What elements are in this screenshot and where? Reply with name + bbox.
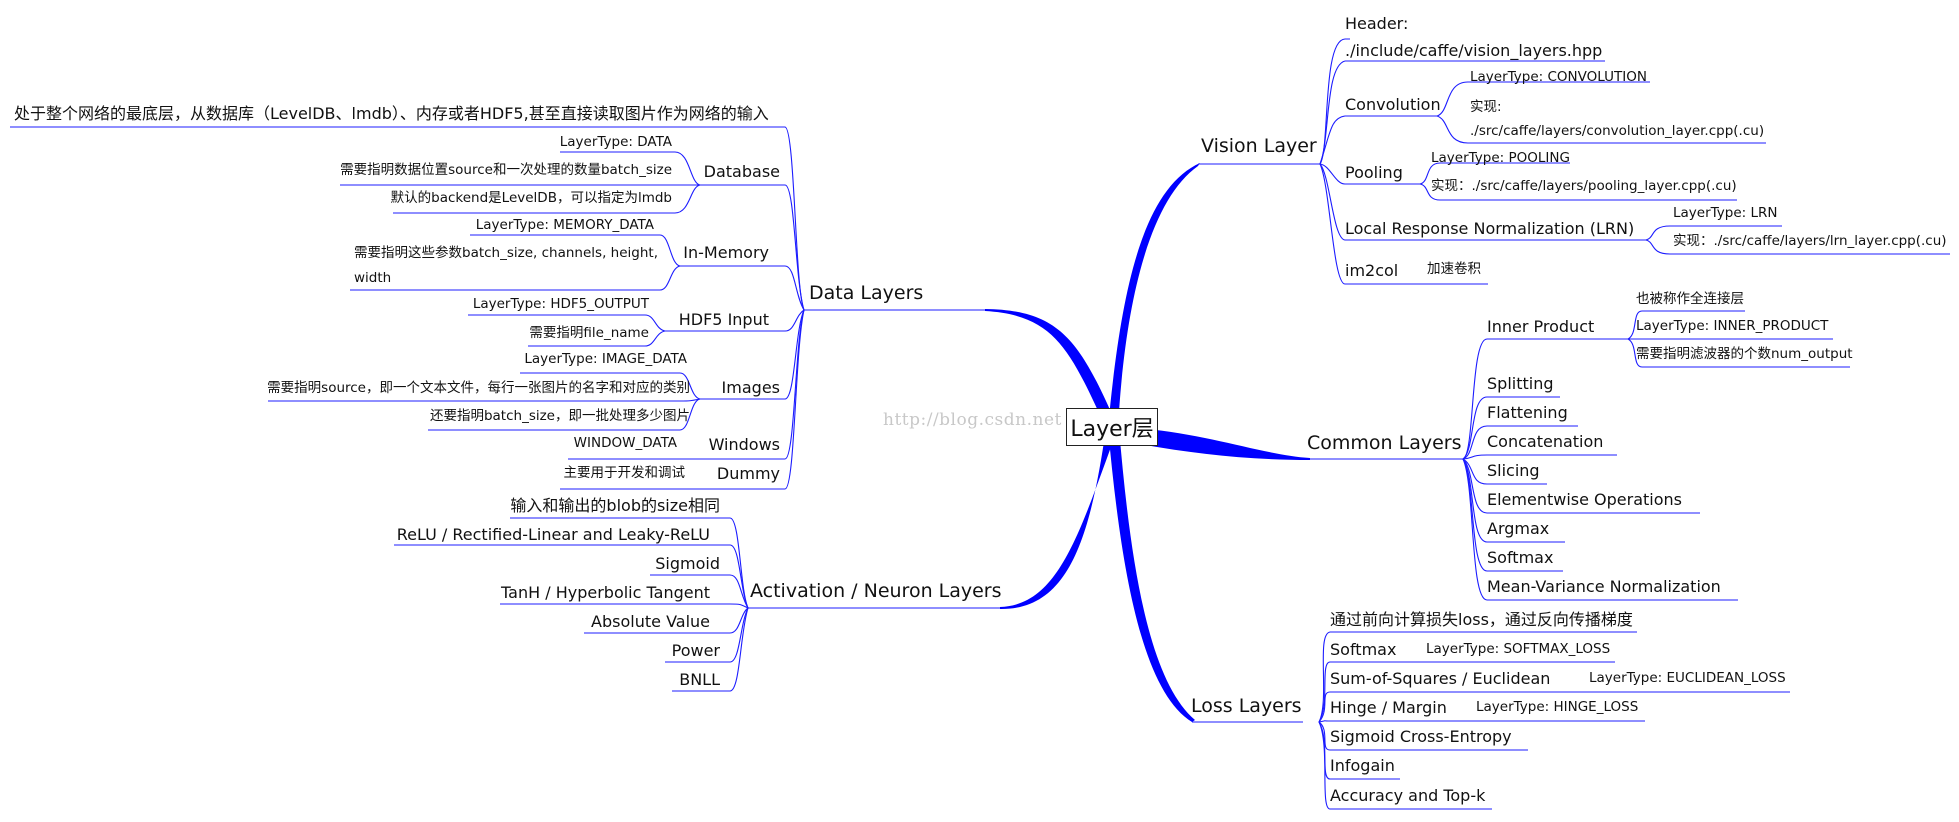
euclidean-type: LayerType: EUCLIDEAN_LOSS	[1589, 670, 1786, 686]
sigmoid-ce-node[interactable]: Sigmoid Cross-Entropy	[1330, 727, 1512, 746]
data-desc: 处于整个网络的最底层，从数据库（LevelDB、lmdb）、内存或者HDF5,甚…	[14, 104, 769, 123]
sigmoid-node[interactable]: Sigmoid	[655, 554, 720, 573]
accuracy-node[interactable]: Accuracy and Top-k	[1330, 786, 1486, 805]
tanh-node[interactable]: TanH / Hyperbolic Tangent	[501, 583, 710, 602]
flattening-node[interactable]: Flattening	[1487, 403, 1568, 422]
branch-activation	[1000, 428, 1118, 610]
root-node[interactable]: Layer层	[1066, 408, 1158, 446]
dummy-node[interactable]: Dummy	[716, 464, 780, 483]
convolution-type: LayerType: CONVOLUTION	[1470, 69, 1647, 85]
dummy-note: 主要用于开发和调试	[563, 465, 686, 481]
softmax-common-node[interactable]: Softmax	[1487, 548, 1554, 567]
softmax-loss-type: LayerType: SOFTMAX_LOSS	[1426, 641, 1611, 657]
in-memory-param-2: width	[354, 270, 392, 286]
bnll-node[interactable]: BNLL	[679, 670, 720, 689]
pooling-impl: 实现：./src/caffe/layers/pooling_layer.cpp(…	[1431, 178, 1737, 194]
images-type: LayerType: IMAGE_DATA	[524, 351, 687, 367]
lrn-impl: 实现：./src/caffe/layers/lrn_layer.cpp(.cu)	[1673, 233, 1947, 249]
vision-header-path: ./include/caffe/vision_layers.hpp	[1345, 41, 1603, 60]
database-param: 需要指明数据位置source和一次处理的数量batch_size	[340, 162, 672, 178]
inner-product-alias: 也被称作全连接层	[1636, 291, 1744, 307]
common-layers-node[interactable]: Common Layers	[1307, 432, 1462, 454]
data-layers-node[interactable]: Data Layers	[809, 282, 924, 304]
images-batch: 还要指明batch_size，即一批处理多少图片	[429, 408, 690, 424]
branch-vision	[1108, 163, 1200, 428]
convolution-node[interactable]: Convolution	[1345, 95, 1441, 114]
database-backend: 默认的backend是LevelDB，可以指定为lmdb	[390, 190, 672, 206]
activation-desc: 输入和输出的blob的size相同	[510, 496, 720, 515]
hinge-type: LayerType: HINGE_LOSS	[1476, 699, 1639, 715]
windows-node[interactable]: Windows	[708, 435, 780, 454]
splitting-node[interactable]: Splitting	[1487, 374, 1554, 393]
vision-layer-node[interactable]: Vision Layer	[1201, 135, 1317, 157]
pooling-node[interactable]: Pooling	[1345, 163, 1403, 182]
loss-layers-node[interactable]: Loss Layers	[1191, 695, 1302, 717]
database-type: LayerType: DATA	[559, 134, 672, 150]
branch-loss	[1108, 428, 1195, 722]
argmax-node[interactable]: Argmax	[1487, 519, 1550, 538]
hinge-node[interactable]: Hinge / Margin	[1330, 698, 1447, 717]
lrn-node[interactable]: Local Response Normalization (LRN)	[1345, 219, 1635, 238]
euclidean-node[interactable]: Sum-of-Squares / Euclidean	[1330, 669, 1551, 688]
hdf5-node[interactable]: HDF5 Input	[678, 310, 769, 329]
power-node[interactable]: Power	[671, 641, 720, 660]
slicing-node[interactable]: Slicing	[1487, 461, 1540, 480]
inner-product-type: LayerType: INNER_PRODUCT	[1636, 318, 1829, 334]
softmax-loss-node[interactable]: Softmax	[1330, 640, 1397, 659]
hdf5-type: LayerType: HDF5_OUTPUT	[472, 296, 649, 312]
database-node[interactable]: Database	[703, 162, 780, 181]
images-node[interactable]: Images	[721, 378, 780, 397]
hdf5-param: 需要指明file_name	[529, 325, 649, 341]
vision-header-label: Header:	[1345, 14, 1409, 33]
windows-type: WINDOW_DATA	[573, 435, 677, 451]
absval-node[interactable]: Absolute Value	[591, 612, 710, 631]
activation-layers-node[interactable]: Activation / Neuron Layers	[750, 580, 1002, 602]
im2col-node[interactable]: im2col	[1345, 261, 1399, 280]
loss-desc: 通过前向计算损失loss，通过反向传播梯度	[1330, 610, 1633, 629]
branch-common	[1118, 427, 1310, 460]
relu-node[interactable]: ReLU / Rectified-Linear and Leaky-ReLU	[396, 525, 710, 544]
in-memory-type: LayerType: MEMORY_DATA	[475, 217, 654, 233]
in-memory-param-1: 需要指明这些参数batch_size, channels, height,	[354, 245, 658, 261]
elementwise-node[interactable]: Elementwise Operations	[1487, 490, 1682, 509]
in-memory-node[interactable]: In-Memory	[683, 243, 769, 262]
concatenation-node[interactable]: Concatenation	[1487, 432, 1604, 451]
watermark: http://blog.csdn.net	[883, 410, 1062, 430]
convolution-impl-label: 实现:	[1470, 99, 1502, 115]
main-branches	[985, 163, 1310, 722]
infogain-node[interactable]: Infogain	[1330, 756, 1395, 775]
inner-product-param: 需要指明滤波器的个数num_output	[1636, 346, 1853, 362]
thin-connectors	[10, 38, 1950, 810]
inner-product-node[interactable]: Inner Product	[1487, 317, 1595, 336]
lrn-type: LayerType: LRN	[1673, 205, 1778, 221]
convolution-impl-path: ./src/caffe/layers/convolution_layer.cpp…	[1470, 123, 1765, 139]
im2col-note: 加速卷积	[1427, 261, 1481, 277]
mvn-node[interactable]: Mean-Variance Normalization	[1487, 577, 1721, 596]
images-source: 需要指明source，即一个文本文件，每行一张图片的名字和对应的类别	[267, 380, 690, 396]
pooling-type: LayerType: POOLING	[1431, 150, 1570, 166]
